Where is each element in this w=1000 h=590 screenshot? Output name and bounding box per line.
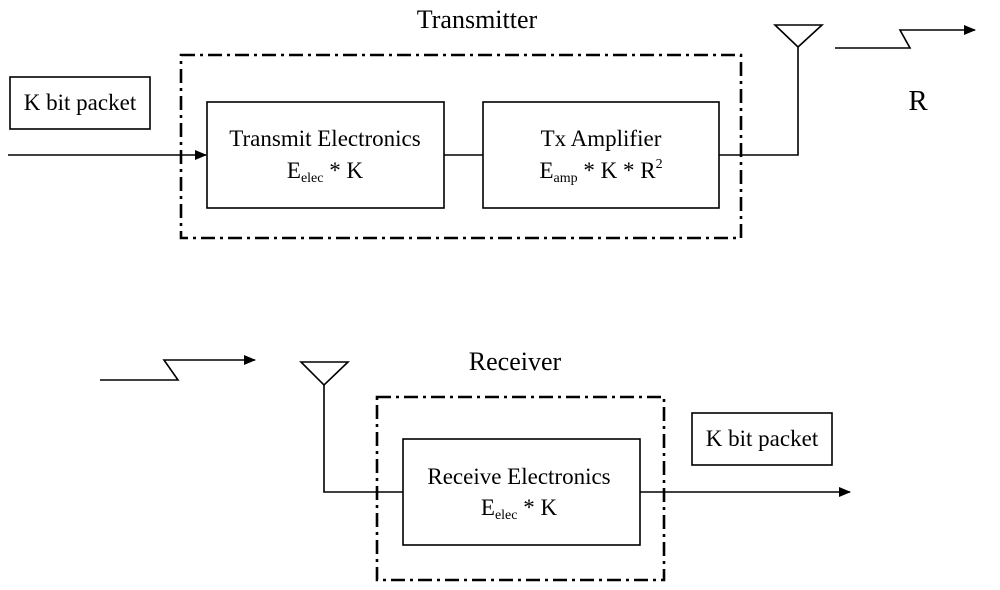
receiver-boundary [375, 395, 666, 582]
transmit-electronics-block [206, 101, 445, 209]
receive-electronics-block [402, 438, 641, 546]
tx-amplifier-block [482, 101, 720, 209]
input-packet-box [9, 76, 151, 130]
tx-amplifier-formula: Eamp * K * R2 [539, 157, 662, 186]
output-packet-box [691, 412, 833, 466]
transmit-electronics-label: Transmit Electronics [229, 126, 420, 151]
transmitter-section: Transmitter K bit packet Transmit Electr… [8, 5, 976, 240]
receive-electronics-label: Receive Electronics [427, 464, 610, 489]
amplifier-to-antenna-wire [719, 47, 799, 156]
transmitter-title: Transmitter [417, 5, 538, 34]
transmit-electronics-formula: Eelec * K [287, 158, 364, 186]
receiver-section: Receiver Receive Electronics Eelec * K K… [100, 347, 851, 582]
receive-signal-zigzag-icon [100, 355, 256, 381]
receive-antenna-icon [299, 361, 350, 387]
receiver-title: Receiver [469, 347, 562, 376]
transmit-signal-zigzag-icon [835, 25, 976, 49]
output-packet-label: K bit packet [706, 426, 819, 451]
receive-electronics-formula: Eelec * K [481, 495, 558, 523]
input-packet-label: K bit packet [24, 90, 137, 115]
transmitter-boundary [179, 53, 743, 240]
tx-amplifier-label: Tx Amplifier [541, 126, 662, 151]
transmit-antenna-icon [773, 24, 825, 49]
distance-label: R [908, 85, 928, 117]
antenna-to-receiver-wire [323, 385, 403, 493]
